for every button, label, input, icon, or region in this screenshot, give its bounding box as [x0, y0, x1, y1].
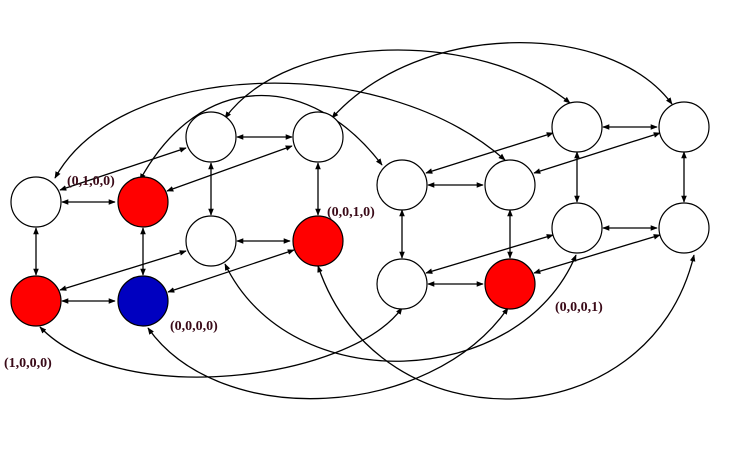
node-7: [185, 215, 237, 267]
curve-edge: [39, 307, 403, 378]
node-13: [551, 101, 603, 153]
node-12: [484, 258, 536, 310]
node-label-n12: (0,0,0,1): [555, 300, 603, 315]
edge: [533, 132, 661, 174]
curve-edge: [331, 42, 673, 119]
node-14: [658, 101, 710, 153]
edge: [59, 250, 187, 291]
curve-edge: [317, 254, 696, 400]
node-16: [658, 202, 710, 254]
node-6: [292, 111, 344, 163]
node-label-n2: (0,1,0,0): [67, 174, 115, 189]
curve-edge: [224, 49, 571, 119]
node-label-n3: (1,0,0,0): [4, 356, 52, 371]
edge: [533, 234, 661, 274]
node-15: [551, 202, 603, 254]
node-5: [185, 111, 237, 163]
curve-edge: [147, 307, 509, 400]
node-9: [376, 159, 428, 211]
edge: [425, 132, 554, 174]
edge: [166, 145, 293, 192]
node-2: [117, 176, 169, 228]
node-3: [10, 275, 62, 327]
node-8: [292, 215, 344, 267]
node-labels: (0,1,0,0) (1,0,0,0) (0,0,0,0) (0,0,1,0) …: [4, 174, 603, 371]
node-label-n4: (0,0,0,0): [170, 319, 218, 334]
edge: [167, 249, 295, 293]
node-11: [376, 258, 428, 310]
curve-edge: [139, 94, 383, 181]
node-10: [484, 159, 536, 211]
node-label-n8: (0,0,1,0): [327, 205, 375, 220]
node-4: [117, 275, 169, 327]
curved-edges: [39, 42, 696, 400]
edge: [425, 234, 554, 274]
curve-edge: [224, 254, 577, 362]
straight-edges: [33, 124, 687, 304]
edge: [59, 147, 187, 191]
nodes: [10, 101, 710, 327]
curve-edge: [54, 82, 506, 179]
node-1: [10, 176, 62, 228]
